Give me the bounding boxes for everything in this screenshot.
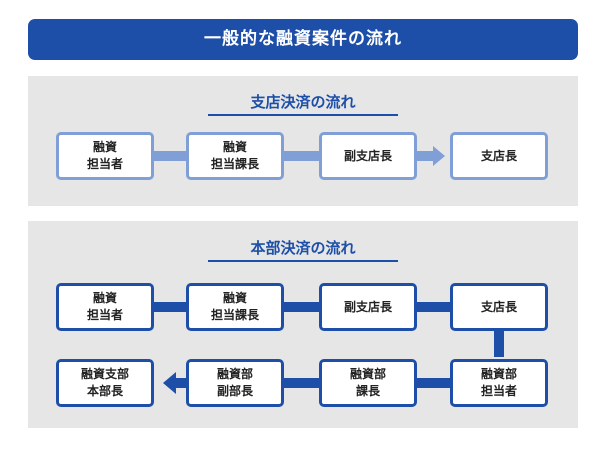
branch-flow-title: 支店決済の流れ — [208, 90, 398, 116]
flow-step-branch-manager: 支店長 — [450, 132, 548, 180]
connector-line — [415, 302, 450, 312]
connector-line — [284, 378, 319, 388]
connector-line — [494, 331, 504, 357]
flow-step-loan-dept-officer: 融資部 担当者 — [450, 359, 548, 407]
connector-line — [415, 378, 450, 388]
flow-step-loan-dept-chief: 融資部 課長 — [319, 359, 417, 407]
flow-step-loan-division-director: 融資支部 本部長 — [56, 359, 154, 407]
flow-step-deputy-branch-manager: 副支店長 — [319, 283, 417, 331]
branch-approval-panel: 支店決済の流れ 融資 担当者 融資 担当課長 副支店長 支店長 — [28, 76, 578, 206]
flow-step-branch-manager: 支店長 — [450, 283, 548, 331]
flow-step-loan-dept-deputy-director: 融資部 副部長 — [186, 359, 284, 407]
arrow-right-icon — [433, 146, 445, 166]
hq-flow-title: 本部決済の流れ — [208, 236, 398, 262]
connector-line — [284, 302, 319, 312]
connector-line — [284, 151, 319, 161]
arrow-left-icon — [163, 372, 176, 394]
connector-line — [176, 378, 186, 388]
connector-line — [154, 151, 186, 161]
flow-step-loan-officer: 融資 担当者 — [56, 132, 154, 180]
hq-approval-panel: 本部決済の流れ 融資 担当者 融資 担当課長 副支店長 支店長 融資部 担当者 … — [28, 221, 578, 428]
flow-step-deputy-branch-manager: 副支店長 — [319, 132, 417, 180]
flow-step-loan-section-chief: 融資 担当課長 — [186, 132, 284, 180]
main-title: 一般的な融資案件の流れ — [28, 19, 578, 60]
flow-step-loan-section-chief: 融資 担当課長 — [186, 283, 284, 331]
connector-line — [154, 302, 186, 312]
connector-line — [415, 151, 434, 161]
flow-step-loan-officer: 融資 担当者 — [56, 283, 154, 331]
